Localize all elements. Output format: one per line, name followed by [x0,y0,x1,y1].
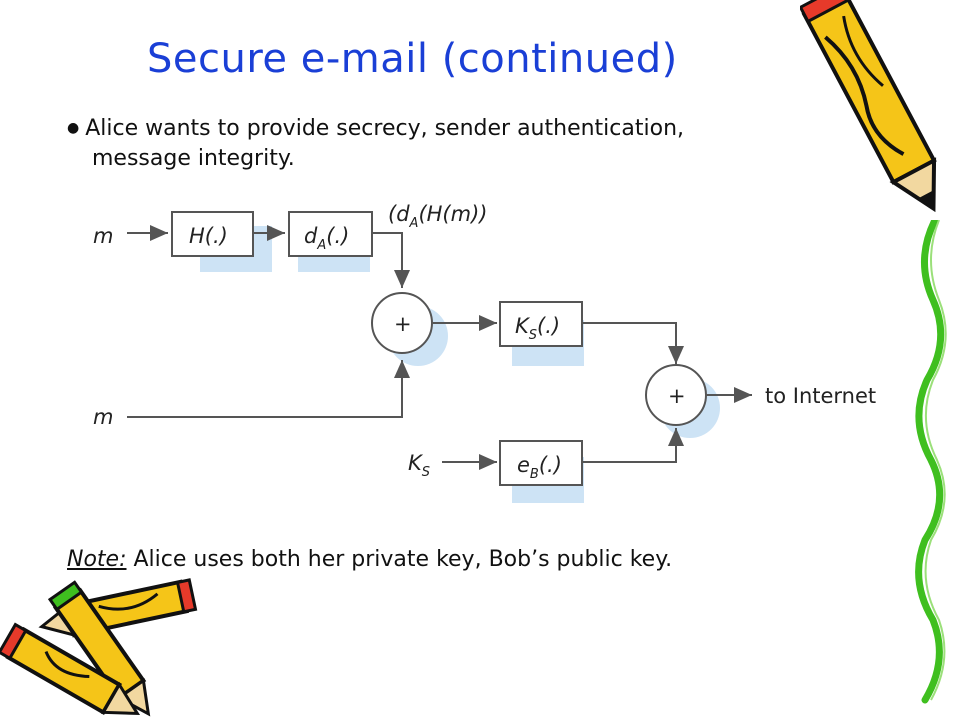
note-line: Note: Alice uses both her private key, B… [67,547,672,572]
input-m-top-label: m [93,224,113,248]
hash-box [171,211,254,257]
sign-box-label: dA(.) [304,224,349,253]
concat-symbol-2: + [668,384,686,408]
input-m-bottom-label: m [93,405,113,429]
session-key-input-label: KS [408,451,430,480]
vine-decoration-icon [915,220,947,704]
bob-key-box-label: eB(.) [517,453,562,482]
arrow-eb-to-concat2 [582,428,684,463]
arrow-m-to-concat [127,360,410,418]
bullet-dot-icon: ● [67,120,80,136]
bob-key-box [499,440,583,486]
bullet-point: ● Alice wants to provide secrecy, sender … [67,110,887,147]
note-text: Alice uses both her private key, Bob’s p… [126,547,673,572]
signature-output-label: (dA(H(m)) [388,202,487,231]
bullet-text-line2: message integrity. [92,146,295,171]
arrow-ks-to-concat2 [582,322,684,364]
bullet-text-line1: Alice wants to provide secrecy, sender a… [85,116,684,141]
note-label: Note: [67,547,127,572]
slide-title: Secure e-mail (continued) [147,36,678,82]
sign-box [288,211,373,257]
pencil-top-right-icon [800,0,937,213]
session-key-box-label: KS(.) [515,314,560,343]
session-key-box [499,301,583,347]
concat-circle-2 [645,364,707,426]
arrow-sign-to-concat [372,232,410,288]
concat-circle-1 [371,292,433,354]
pencils-bottom-left-icon [0,578,198,717]
concat-symbol-1: + [394,312,412,336]
to-internet-label: to Internet [765,384,876,408]
hash-box-label: H(.) [189,224,228,248]
